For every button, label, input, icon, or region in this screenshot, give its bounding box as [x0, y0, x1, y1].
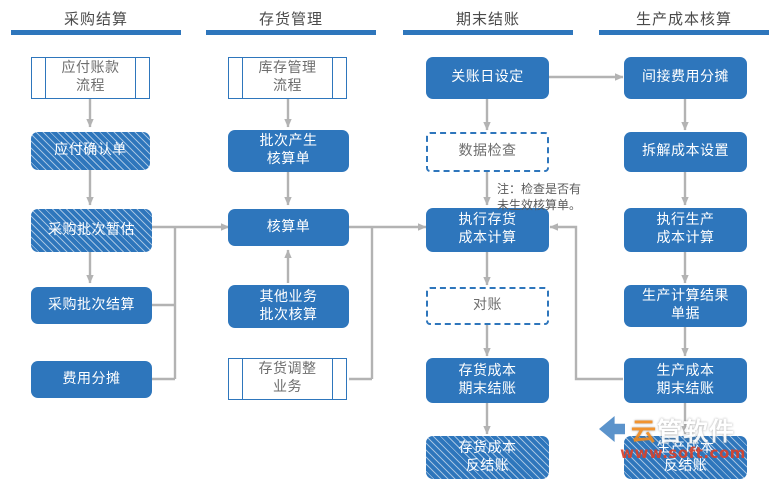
node-purchase-batch-settle[interactable]: 采购批次结算 — [31, 287, 152, 324]
column-rule-inventory-management — [206, 30, 376, 35]
column-title-inventory-management: 存货管理 — [258, 10, 323, 28]
node-inventory-cost-unclose[interactable]: 存货成本 反结账 — [426, 436, 549, 479]
node-run-production-cost[interactable]: 执行生产 成本计算 — [624, 208, 747, 252]
column-title-purchase-settlement: 采购结算 — [63, 10, 128, 28]
node-data-check[interactable]: 数据检查 — [426, 132, 549, 172]
node-expense-allocation[interactable]: 费用分摊 — [31, 361, 152, 398]
wire-production-close-feedback-to-run-inventory-cost — [549, 223, 623, 381]
node-batch-generate-sheet[interactable]: 批次产生 核算单 — [228, 130, 349, 172]
node-inventory-adjust[interactable]: 存货调整 业务 — [228, 358, 347, 400]
node-stock-process[interactable]: 库存管理 流程 — [228, 57, 347, 99]
data-check-note: 注：检查是否有 未生效核算单。 — [497, 182, 582, 213]
column-title-period-end-closing: 期末结账 — [455, 10, 520, 28]
node-disassembly-cost-setup[interactable]: 拆解成本设置 — [624, 132, 747, 172]
column-rule-purchase-settlement — [11, 30, 181, 35]
node-reconciliation[interactable]: 对账 — [426, 287, 549, 325]
column-title-production-cost-accounting: 生产成本核算 — [635, 10, 732, 28]
node-production-cost-unclose[interactable]: 生产成本 反结账 — [624, 436, 747, 479]
node-production-cost-close[interactable]: 生产成本 期末结账 — [624, 358, 747, 403]
node-inventory-cost-close[interactable]: 存货成本 期末结账 — [426, 358, 549, 403]
node-run-inventory-cost[interactable]: 执行存货 成本计算 — [426, 208, 549, 252]
node-other-business-batch[interactable]: 其他业务 批次核算 — [228, 285, 349, 328]
node-accounting-sheet[interactable]: 核算单 — [228, 209, 349, 246]
node-ap-confirm[interactable]: 应付确认单 — [31, 132, 150, 170]
column-rule-production-cost-accounting — [599, 30, 769, 35]
node-purchase-batch-estimate[interactable]: 采购批次暂估 — [31, 209, 152, 252]
node-production-result-doc[interactable]: 生产计算结果 单据 — [624, 285, 747, 327]
node-ap-process[interactable]: 应付账款 流程 — [31, 57, 150, 99]
node-closing-date-setup[interactable]: 关账日设定 — [426, 57, 549, 99]
watermark-logo-icon — [599, 416, 625, 442]
node-indirect-cost-alloc[interactable]: 间接费用分摊 — [624, 57, 747, 99]
column-rule-period-end-closing — [403, 30, 573, 35]
